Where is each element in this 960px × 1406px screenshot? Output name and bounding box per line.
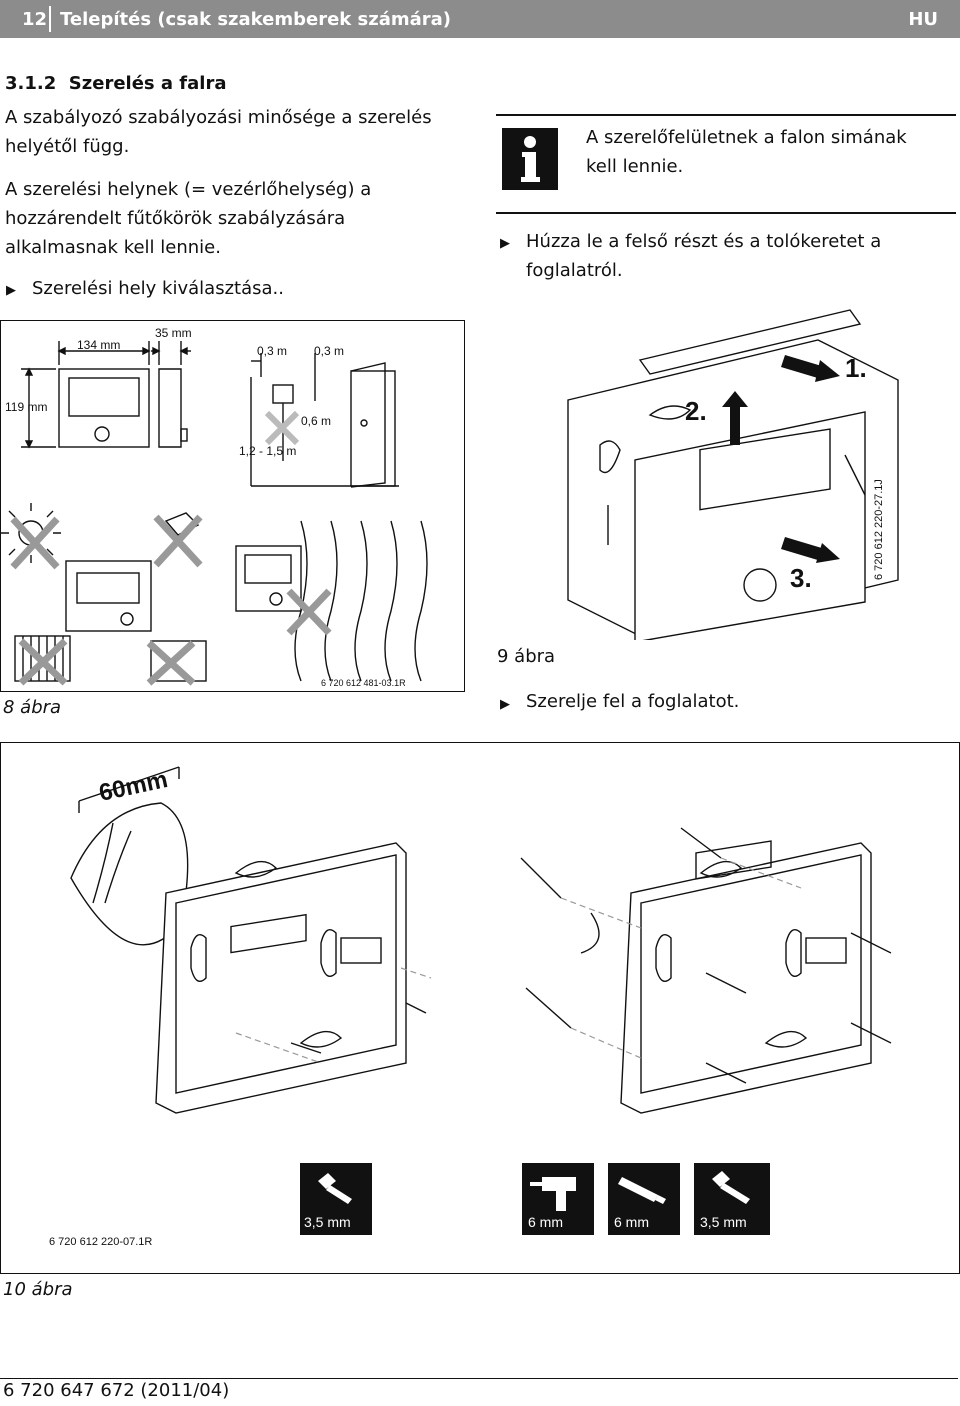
- drill-icon: [530, 1177, 576, 1211]
- figure-8-drawing: 134 mm 35 mm 119 mm 0,3 m 0,3 m 0,6 m 1,…: [1, 326, 428, 688]
- figure-10-code: 6 720 612 220-07.1R: [49, 1236, 152, 1248]
- footer-document-number: 6 720 647 672 (2011/04): [3, 1380, 230, 1401]
- paragraph-line: A szerelési helynek (= vezérlőhelység) a: [5, 179, 372, 200]
- screw-icon: [712, 1171, 750, 1204]
- figure-10-caption: 10 ábra: [3, 1279, 73, 1300]
- bullet-icon: ▶: [6, 283, 16, 298]
- page-header: 12 Telepítés (csak szakemberek számára) …: [0, 0, 960, 38]
- figure-10: 60mm 6 720 612 220-07.1R: [0, 742, 960, 1274]
- drill-size-label: 6 mm: [528, 1214, 563, 1230]
- screw-size-label-2: 3,5 mm: [700, 1214, 747, 1230]
- footer-rule: [0, 1378, 958, 1379]
- header-title: Telepítés (csak szakemberek számára): [60, 9, 452, 30]
- step-select-location: Szerelési hely kiválasztása..: [32, 278, 284, 299]
- language-code: HU: [908, 9, 938, 30]
- bullet-icon: ▶: [500, 697, 510, 712]
- step-line: Húzza le a felső részt és a tolókeretet …: [526, 231, 882, 252]
- dist-right-label: 0,3 m: [314, 344, 344, 358]
- step-1-label: 1.: [845, 353, 867, 383]
- screw-icon: [318, 1173, 352, 1204]
- paragraph-2: A szerelési helynek (= vezérlőhelység) a…: [5, 175, 371, 262]
- note-bottom-rule: [496, 212, 956, 214]
- diameter-label: 60mm: [97, 766, 170, 807]
- figure-9-drawing: 1. 2. 3. 6 720 612 220-27.1J: [567, 309, 899, 643]
- figure-8: 134 mm 35 mm 119 mm 0,3 m 0,3 m 0,6 m 1,…: [0, 320, 465, 692]
- section-title: Szerelés a falra: [68, 73, 227, 94]
- step-3-label: 3.: [790, 563, 812, 593]
- paragraph-line: alkalmasnak kell lennie.: [5, 237, 221, 258]
- dim-width-label: 134 mm: [77, 338, 120, 352]
- step-remove-cover: Húzza le a felső részt és a tolókeretet …: [526, 227, 881, 285]
- step-mount-base: Szerelje fel a foglalatot.: [526, 691, 740, 712]
- figure-8-code: 6 720 612 481-03.1R: [321, 678, 406, 688]
- screw-size-label: 3,5 mm: [304, 1214, 351, 1230]
- info-icon: [502, 128, 558, 190]
- dist-left-label: 0,3 m: [257, 344, 287, 358]
- dowel-tool-box: 6 mm: [608, 1163, 680, 1235]
- bullet-icon: ▶: [500, 236, 510, 251]
- dowel-size-label: 6 mm: [614, 1214, 649, 1230]
- section-number: 3.1.2: [5, 73, 57, 94]
- info-note: A szerelőfelületnek a falon simának kell…: [586, 123, 907, 181]
- screw-tool-box: 3,5 mm: [300, 1163, 372, 1235]
- paragraph-line: helyétől függ.: [5, 136, 130, 157]
- dist-floor-label: 1,2 - 1,5 m: [239, 444, 296, 458]
- paragraph-line: A szabályozó szabályozási minősége a sze…: [5, 107, 432, 128]
- dowel-icon: [618, 1177, 666, 1204]
- figure-10-drawing: 60mm 6 720 612 220-07.1R: [49, 766, 892, 1248]
- dim-depth-label: 35 mm: [155, 326, 192, 340]
- note-line: kell lennie.: [586, 156, 684, 177]
- paragraph-line: hozzárendelt fűtőkörök szabályzására: [5, 208, 346, 229]
- figure-8-caption: 8 ábra: [3, 697, 62, 718]
- drill-tool-box: 6 mm: [522, 1163, 594, 1235]
- dist-door-label: 0,6 m: [301, 414, 331, 428]
- step-line: foglalatról.: [526, 260, 623, 281]
- screw-tool-box-2: 3,5 mm: [694, 1163, 770, 1235]
- note-line: A szerelőfelületnek a falon simának: [586, 127, 907, 148]
- section-heading: 3.1.2 Szerelés a falra: [5, 73, 226, 94]
- figure-9-code: 6 720 612 220-27.1J: [873, 479, 885, 580]
- figure-9-caption: 9 ábra: [497, 646, 556, 667]
- figure-9: 1. 2. 3. 6 720 612 220-27.1J: [540, 305, 960, 643]
- dim-height-label: 119 mm: [5, 400, 47, 414]
- step-2-label: 2.: [685, 396, 707, 426]
- paragraph-1: A szabályozó szabályozási minősége a sze…: [5, 103, 432, 161]
- page-number: 12: [22, 9, 48, 30]
- header-separator: [49, 6, 51, 32]
- note-top-rule: [496, 114, 956, 116]
